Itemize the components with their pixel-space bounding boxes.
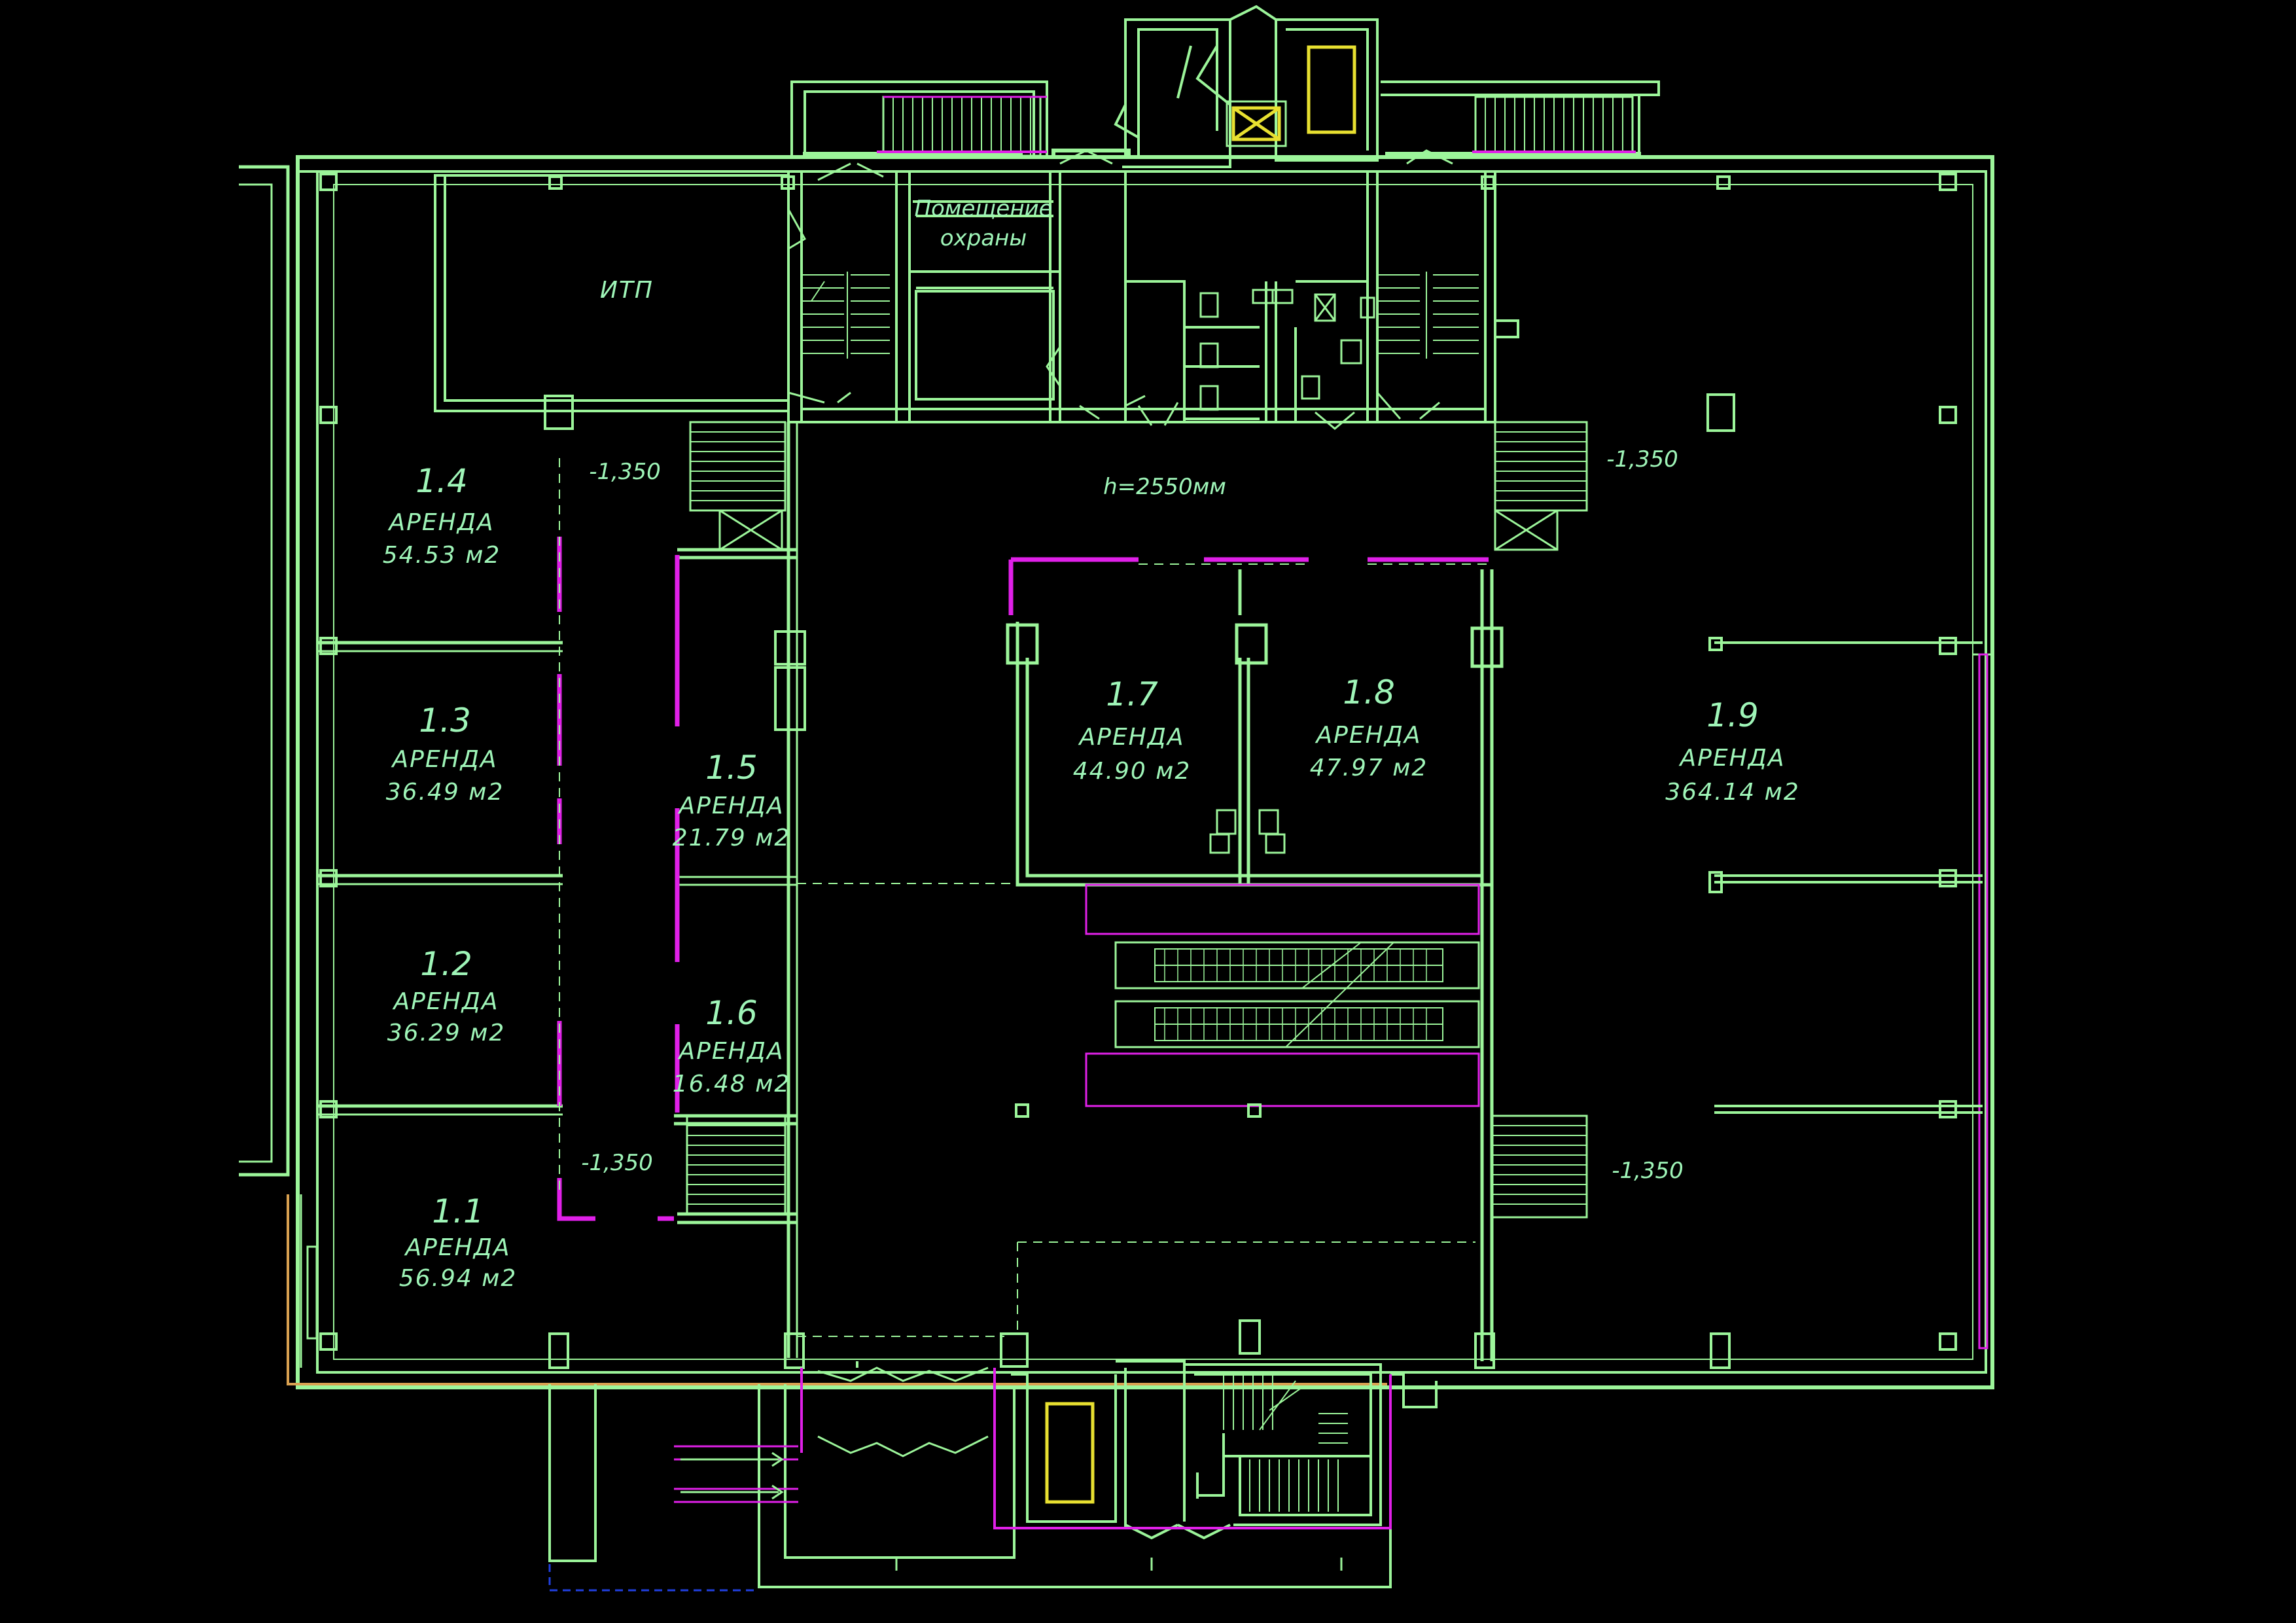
bottom-entrance — [548, 1360, 1438, 1588]
top-core — [790, 5, 1660, 168]
top-elevator-frame — [1226, 100, 1287, 147]
door-swings — [787, 149, 1453, 430]
room-label-1.8: 1.8 АРЕНДА 47.97 м2 — [1310, 673, 1428, 781]
room-name: АРЕНДА — [393, 988, 499, 1015]
service-zone-walls — [434, 171, 1496, 423]
top-elevators — [1231, 45, 1356, 141]
room-label-1.6: 1.6 АРЕНДА 16.48 м2 — [673, 994, 791, 1097]
room-area: 16.48 м2 — [673, 1071, 791, 1097]
room-area: 36.29 м2 — [387, 1020, 506, 1046]
level-mark: -1,350 — [1612, 1158, 1684, 1184]
service-stairs — [802, 272, 1479, 359]
room-area: 36.49 м2 — [386, 779, 504, 806]
room-number: 1.7 — [1106, 675, 1158, 713]
left-glazing — [287, 1194, 1387, 1385]
outer-walls — [239, 149, 1994, 1389]
room-area: 21.79 м2 — [673, 825, 791, 851]
room-label-1.1: 1.1 АРЕНДА 56.94 м2 — [399, 1192, 518, 1292]
room-label-1.9: 1.9 АРЕНДА 364.14 м2 — [1665, 696, 1799, 806]
room-name: АРЕНДА — [678, 1038, 785, 1065]
room-name: АРЕНДА — [1679, 745, 1786, 772]
top-stair-left — [877, 96, 1047, 157]
room-number: 1.2 — [420, 945, 472, 983]
room-number: 1.9 — [1706, 696, 1759, 734]
room-number: 1.8 — [1343, 673, 1395, 711]
room-area: 44.90 м2 — [1073, 758, 1192, 785]
columns — [319, 173, 1957, 1369]
room-label-1.5: 1.5 АРЕНДА 21.79 м2 — [673, 749, 791, 851]
bottom-stairs — [1223, 1374, 1348, 1512]
top-stair-right — [1472, 96, 1636, 157]
level-mark: -1,350 — [581, 1150, 653, 1176]
level-stairs — [686, 421, 1588, 1219]
itp-label: ИТП — [600, 277, 654, 304]
dashed-lines — [559, 458, 1489, 1337]
room-name: АРЕНДА — [1078, 724, 1185, 751]
room-number: 1.4 — [415, 462, 468, 500]
room-label-1.7: 1.7 АРЕНДА 44.90 м2 — [1073, 675, 1192, 785]
blue-boundary — [548, 1564, 759, 1592]
bottom-elevator — [1045, 1402, 1095, 1504]
security-room-label-line1: Помещение — [914, 196, 1052, 222]
room-label-1.3: 1.3 АРЕНДА 36.49 м2 — [386, 702, 504, 806]
escalators — [1085, 883, 1480, 1107]
room-number: 1.5 — [705, 749, 758, 787]
room-number: 1.6 — [705, 994, 758, 1032]
room-name: АРЕНДА — [391, 746, 498, 773]
room-name: АРЕНДА — [388, 509, 495, 536]
room-name: АРЕНДА — [678, 793, 785, 819]
ceiling-height-note: h=2550мм — [1103, 474, 1226, 500]
room-area: 56.94 м2 — [399, 1265, 518, 1292]
room-number: 1.3 — [419, 702, 471, 740]
room-number: 1.1 — [432, 1192, 484, 1230]
bottom-door-swings — [680, 1366, 1343, 1571]
room-area: 364.14 м2 — [1665, 779, 1799, 806]
level-mark: -1,350 — [1606, 446, 1678, 473]
wc-fixtures — [1199, 289, 1375, 411]
left-unit-walls — [317, 422, 798, 1358]
room-name: АРЕНДА — [404, 1234, 511, 1261]
level-mark: -1,350 — [589, 459, 661, 485]
room-area: 54.53 м2 — [383, 542, 501, 569]
central-sinks — [1209, 809, 1286, 854]
room-label-1.2: 1.2 АРЕНДА 36.29 м2 — [387, 945, 506, 1046]
right-dividers — [1495, 319, 1983, 1114]
security-room-label-line2: охраны — [940, 225, 1027, 251]
room-label-1.4: 1.4 АРЕНДА 54.53 м2 — [383, 462, 501, 569]
room-area: 47.97 м2 — [1310, 755, 1428, 781]
room-name: АРЕНДА — [1315, 722, 1422, 749]
